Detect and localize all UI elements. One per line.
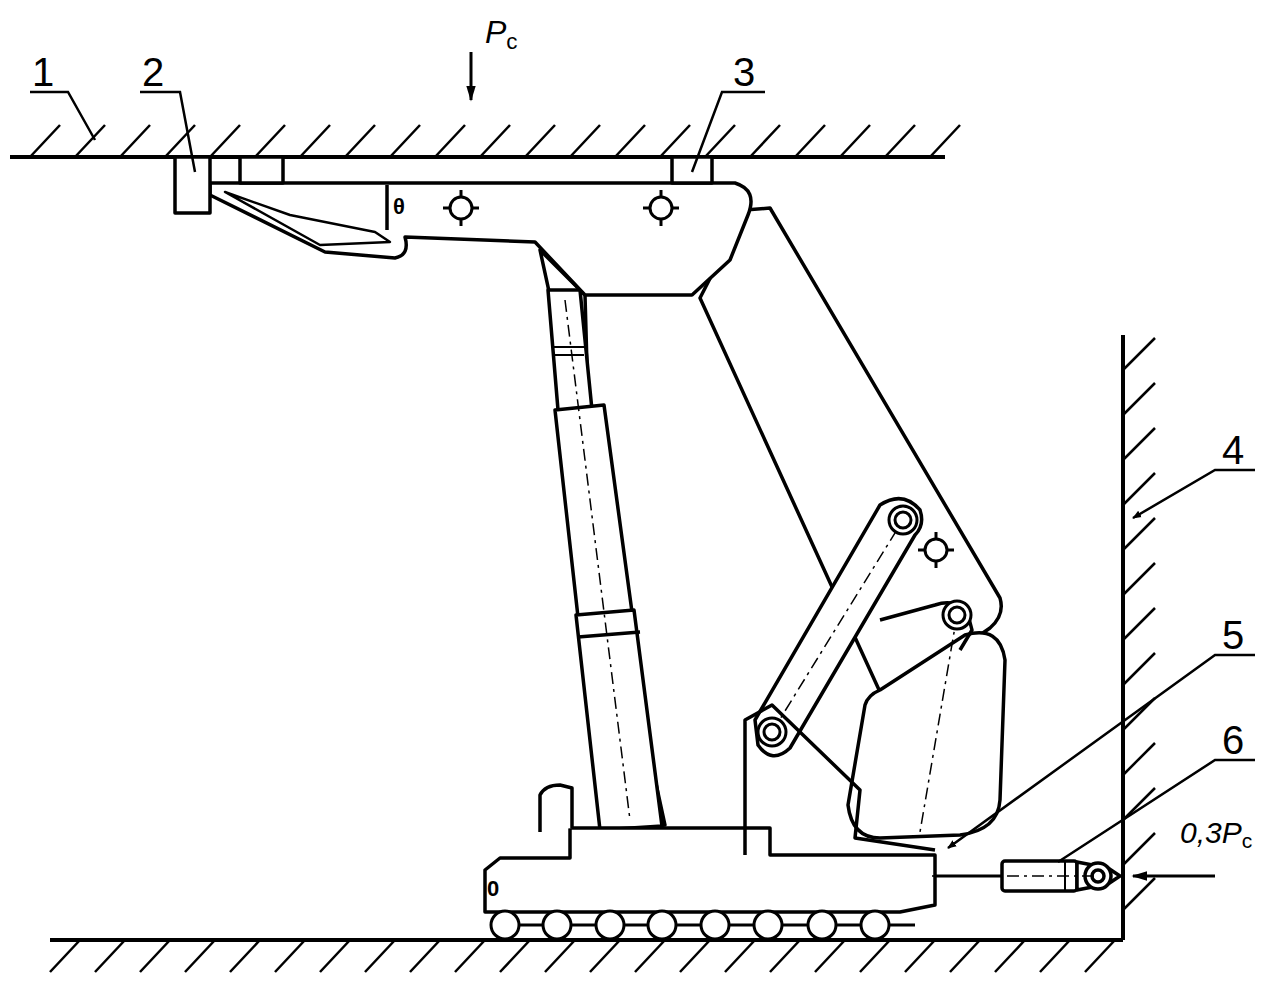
force-arrows	[471, 52, 1215, 876]
ground-hatching	[30, 125, 1155, 972]
rock-surfaces	[10, 157, 1123, 940]
pins	[758, 506, 971, 746]
support-structure	[175, 157, 1120, 912]
callout-number: 4	[1222, 430, 1244, 470]
symbol-main: P	[485, 14, 506, 50]
force-label: 0,3Pc	[1180, 818, 1252, 851]
callout-number: 1	[32, 52, 54, 92]
leader-lines	[30, 92, 1255, 862]
symbol-subscript: c	[1242, 829, 1253, 852]
callout-number: 6	[1222, 720, 1244, 760]
callout-number: 5	[1222, 615, 1244, 655]
callout-number: 2	[142, 52, 164, 92]
symbol-main: 0,3P	[1180, 816, 1242, 849]
track-rollers	[490, 911, 915, 939]
symbol-subscript: c	[506, 29, 517, 54]
origin-mark: 0	[487, 878, 499, 900]
angle-mark: θ	[393, 196, 405, 218]
callout-number: 3	[733, 52, 755, 92]
hinge-symbols	[443, 190, 954, 568]
force-label: Pc	[485, 16, 518, 53]
center-lines	[565, 300, 1098, 876]
